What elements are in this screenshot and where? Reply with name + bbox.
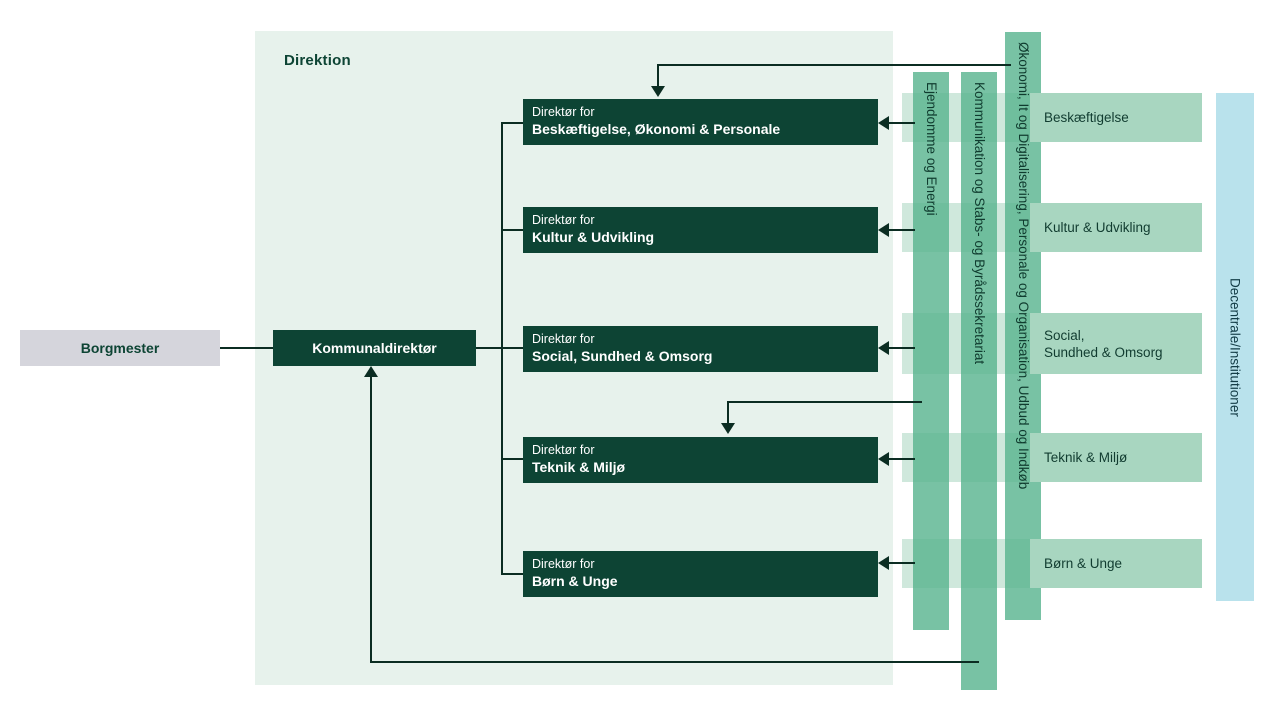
director-area: Kultur & Udvikling [532,229,655,245]
connector-kommunikation-bottom-horizontal [370,661,979,663]
decentrale-label: Decentrale/Institutioner [1227,277,1243,417]
connector-kommunikation-bottom-vertical [370,377,372,663]
connector-ejendomme-director-4 [889,458,915,460]
department-beskaeftigelse[interactable]: Beskæftigelse [1030,93,1202,142]
connector-spine-director-4 [501,458,523,460]
director-box-boern-unge[interactable]: Direktør for Børn & Unge [523,551,878,597]
director-area: Børn & Unge [532,573,618,589]
department-boern-unge[interactable]: Børn & Unge [1030,539,1202,588]
arrow-left-icon-director-3 [878,341,889,355]
director-role: Direktør for [532,557,595,571]
connector-spine-director-1 [501,122,523,124]
department-label: Børn & Unge [1044,556,1123,571]
connector-oekonomi-top-horizontal [657,64,1011,66]
director-role: Direktør for [532,443,595,457]
connector-ejendomme-director-2 [889,229,915,231]
connector-kommunaldirektor-spine [476,347,523,349]
connector-borgmester-kommunaldirektor [220,347,273,349]
connector-oekonomi-top-vertical [657,64,659,88]
director-area: Social, Sundhed & Omsorg [532,348,713,364]
direktion-title: Direktion [284,52,351,69]
arrow-up-icon-kommunaldirektor [364,366,378,377]
connector-spine-director-3 [501,347,523,349]
arrow-left-icon-director-2 [878,223,889,237]
arrow-left-icon-director-5 [878,556,889,570]
director-box-social-sundhed-omsorg[interactable]: Direktør for Social, Sundhed & Omsorg [523,326,878,372]
staff-column-label: Ejendomme og Energi [923,82,939,216]
decentrale-institutioner-column[interactable]: Decentrale/Institutioner [1216,93,1254,601]
department-label: Teknik & Miljø [1044,450,1128,465]
arrow-left-icon-director-1 [878,116,889,130]
arrow-down-icon-director-4 [721,423,735,434]
department-social-sundhed-omsorg[interactable]: Social, Sundhed & Omsorg [1030,313,1202,374]
arrow-down-icon-director-1 [651,86,665,97]
department-label-wrap: Social, Sundhed & Omsorg [1044,327,1163,361]
staff-column-ejendomme-og-energi[interactable]: Ejendomme og Energi [913,72,949,630]
department-label: Kultur & Udvikling [1044,220,1151,235]
connector-ejendomme-director-3 [889,347,915,349]
director-box-teknik-miljoe[interactable]: Direktør for Teknik & Miljø [523,437,878,483]
borgmester-box[interactable]: Borgmester [20,330,220,366]
department-teknik-miljoe[interactable]: Teknik & Miljø [1030,433,1202,482]
connector-ejendomme-mid-horizontal [727,401,922,403]
staff-column-kommunikation-og-stabs-og-byraadssekretariat[interactable]: Kommunikation og Stabs- og Byrådssekreta… [961,72,997,690]
staff-column-label: Økonomi, It og Digitalisering, Personale… [1015,42,1031,490]
director-role: Direktør for [532,105,595,119]
borgmester-label: Borgmester [80,340,160,356]
arrow-left-icon-director-4 [878,452,889,466]
kommunaldirektor-box[interactable]: Kommunaldirektør [273,330,476,366]
director-role: Direktør for [532,332,595,346]
director-area: Teknik & Miljø [532,459,626,475]
director-box-beskaeftigelse-oekonomi-personale[interactable]: Direktør for Beskæftigelse, Økonomi & Pe… [523,99,878,145]
department-label-line1: Social, [1044,327,1085,343]
staff-column-label: Kommunikation og Stabs- og Byrådssekreta… [971,82,987,365]
connector-ejendomme-director-5 [889,562,915,564]
kommunaldirektor-label: Kommunaldirektør [312,340,437,356]
department-label-line2: Sundhed & Omsorg [1044,344,1163,360]
director-box-kultur-udvikling[interactable]: Direktør for Kultur & Udvikling [523,207,878,253]
director-area: Beskæftigelse, Økonomi & Personale [532,121,781,137]
director-role: Direktør for [532,213,595,227]
connector-ejendomme-director-1 [889,122,915,124]
connector-ejendomme-mid-vertical [727,401,729,425]
department-label: Beskæftigelse [1044,110,1129,125]
connector-spine-director-2 [501,229,523,231]
connector-spine-director-5 [501,573,523,575]
department-kultur-udvikling[interactable]: Kultur & Udvikling [1030,203,1202,252]
